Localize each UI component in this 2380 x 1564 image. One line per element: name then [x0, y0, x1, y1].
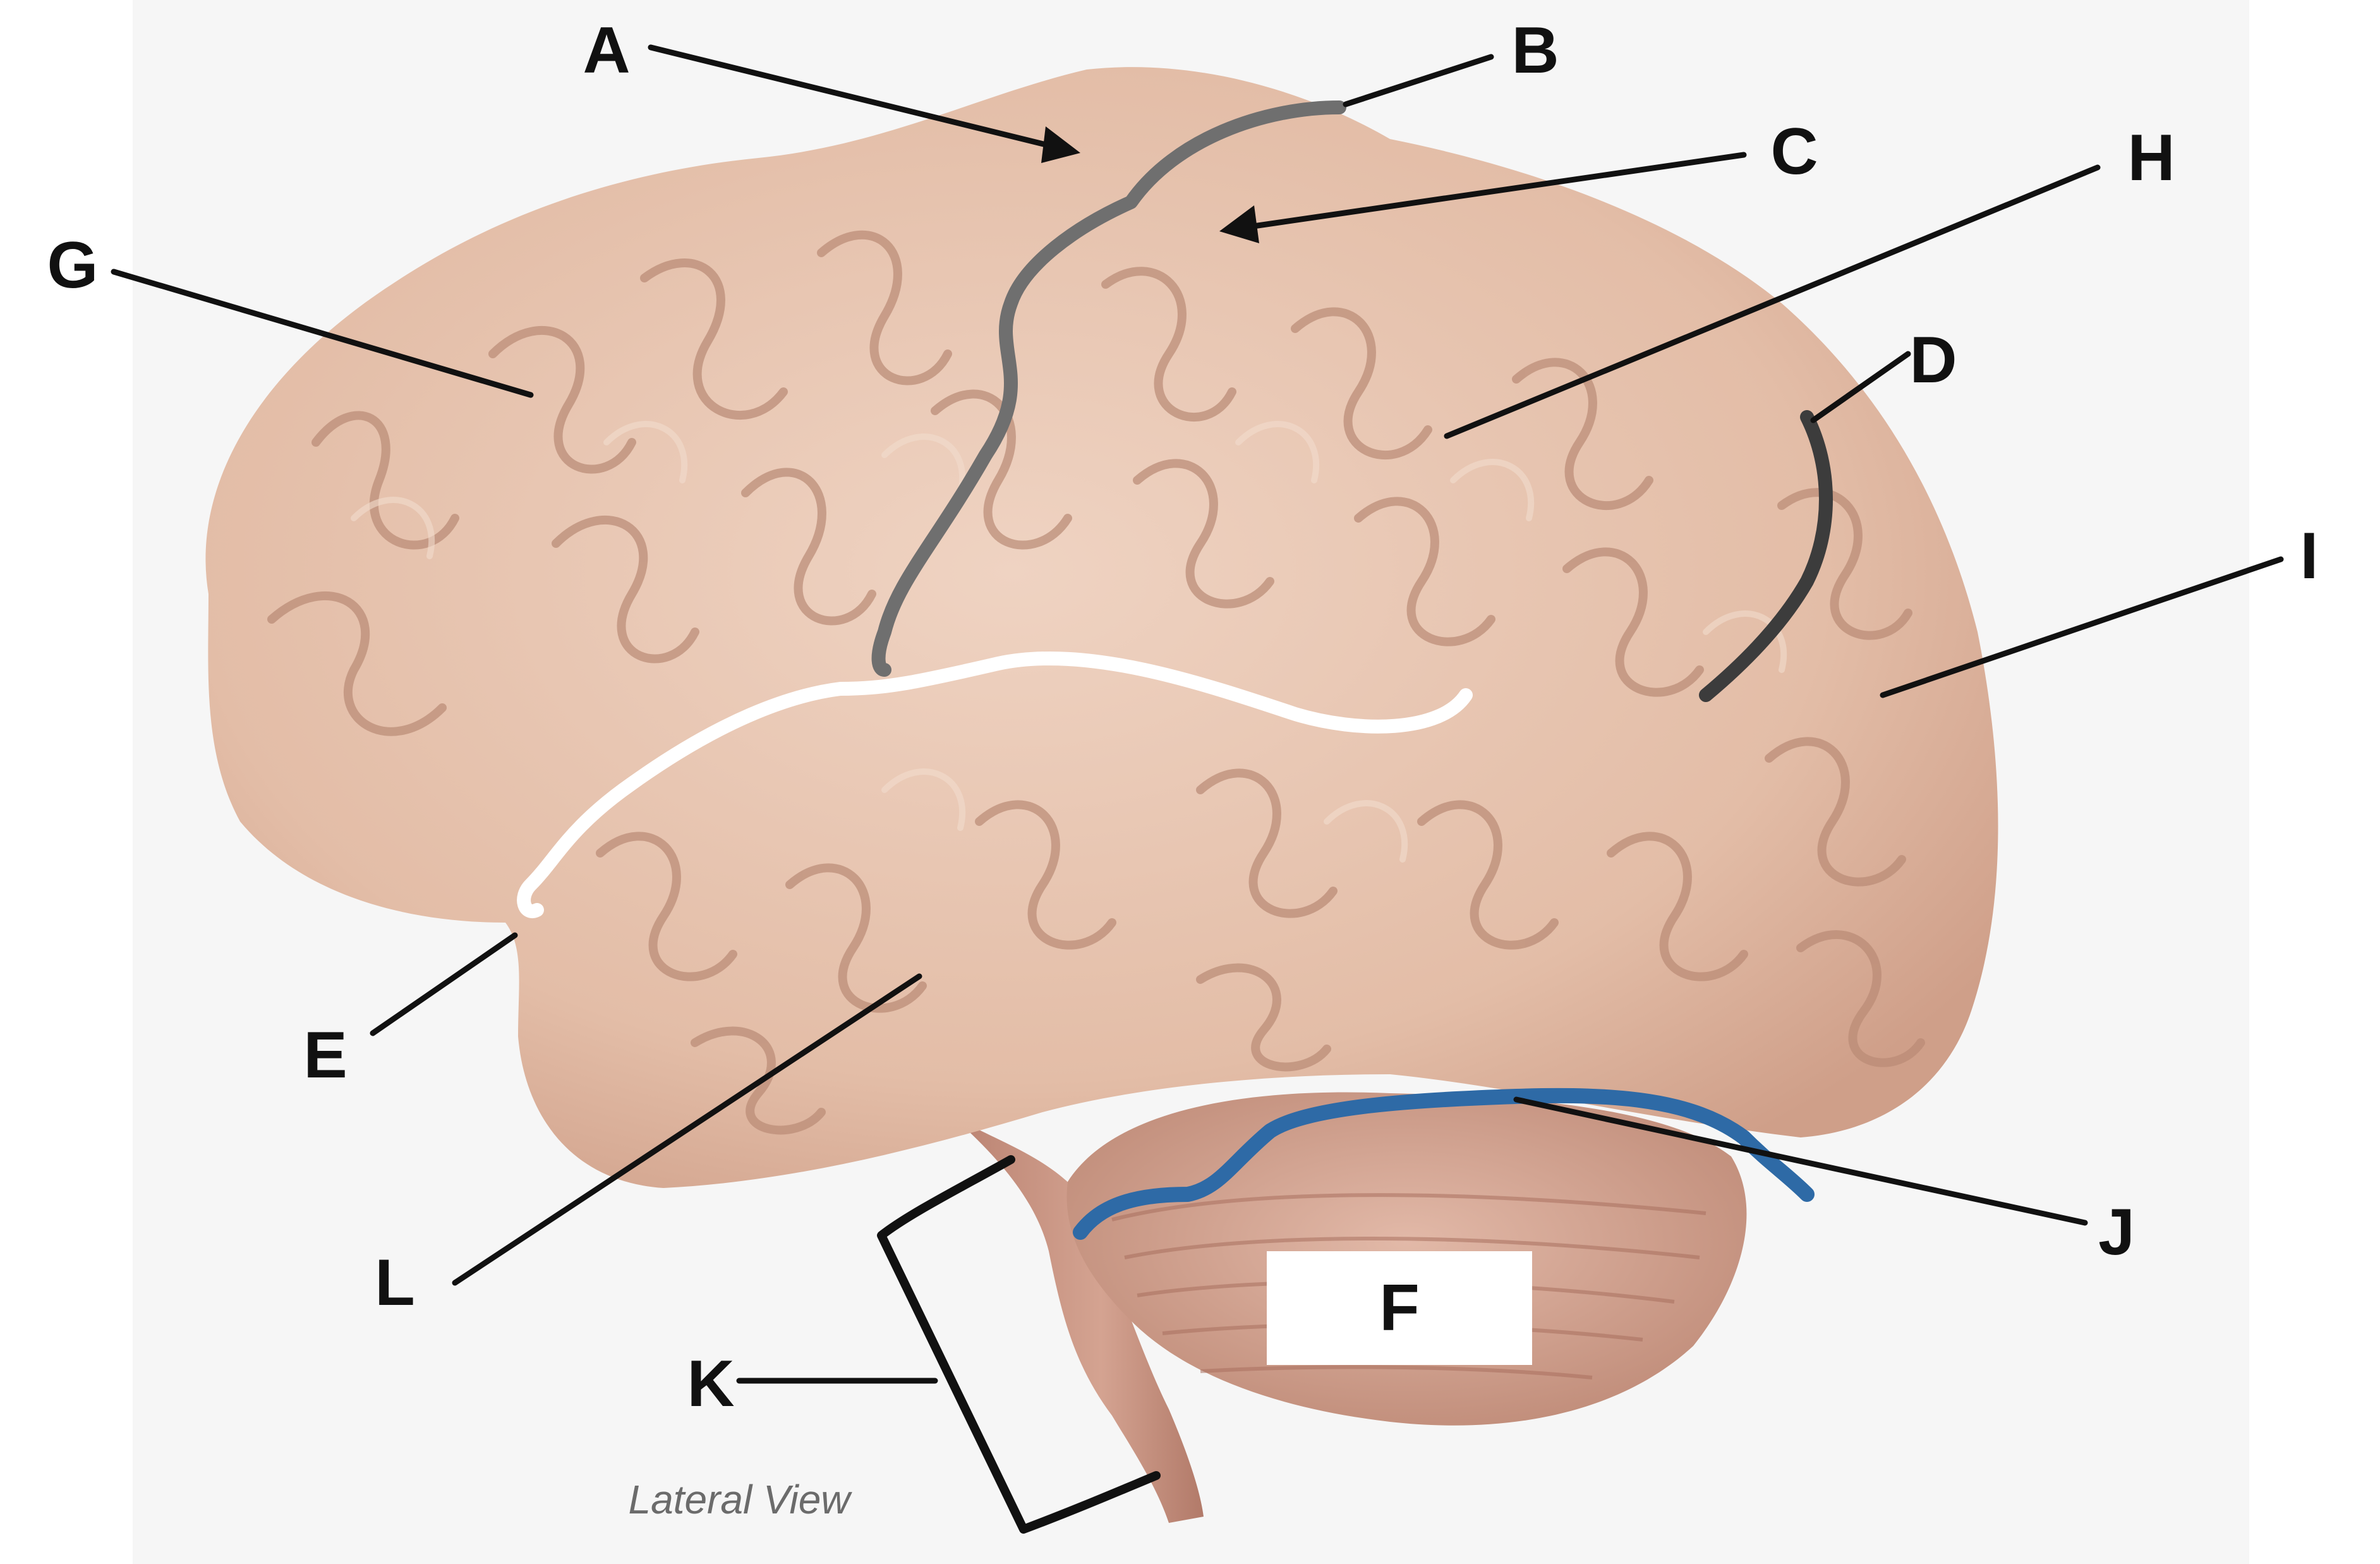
label-i: I	[2300, 519, 2319, 593]
central-sulcus-line	[871, 100, 1346, 677]
leader-line-j	[1513, 1096, 2088, 1226]
label-k: K	[687, 1347, 734, 1421]
label-e: E	[303, 1019, 347, 1092]
view-caption: Lateral View	[628, 1477, 852, 1522]
label-b: B	[1511, 14, 1559, 87]
leader-line-i	[1880, 556, 2284, 698]
label-l: L	[375, 1246, 415, 1319]
lateral-sulcus-line	[517, 651, 1473, 918]
leader-line-g	[111, 269, 534, 398]
leader-line-h	[1444, 164, 2101, 439]
label-a: A	[583, 14, 630, 87]
leader-line-l	[452, 973, 922, 1286]
leader-line-d	[1810, 351, 1911, 423]
label-f: F	[1379, 1271, 1420, 1345]
cerebrum	[205, 67, 1998, 1188]
label-c: C	[1770, 115, 1818, 188]
gyri-highlights	[351, 421, 1787, 863]
transverse-fissure-line	[1073, 1088, 1815, 1240]
gyri-texture	[267, 230, 1925, 1135]
label-d: D	[1909, 324, 1957, 397]
label-g: G	[47, 229, 99, 302]
label-box-f	[1267, 1251, 1532, 1365]
leader-line-b	[1343, 54, 1494, 107]
label-h: H	[2127, 121, 2175, 195]
leader-line-c	[1241, 152, 1747, 231]
brainstem-bracket	[877, 1155, 1161, 1534]
leader-line-a	[648, 44, 1065, 152]
arrowhead-c	[1219, 205, 1259, 243]
leader-line-e	[370, 932, 518, 1036]
label-j: J	[2098, 1196, 2135, 1269]
brainstem	[948, 1112, 1204, 1523]
arrowhead-a	[1041, 126, 1080, 163]
parieto-occipital-sulcus-line	[1699, 410, 1833, 702]
leader-lines	[111, 44, 2284, 1384]
